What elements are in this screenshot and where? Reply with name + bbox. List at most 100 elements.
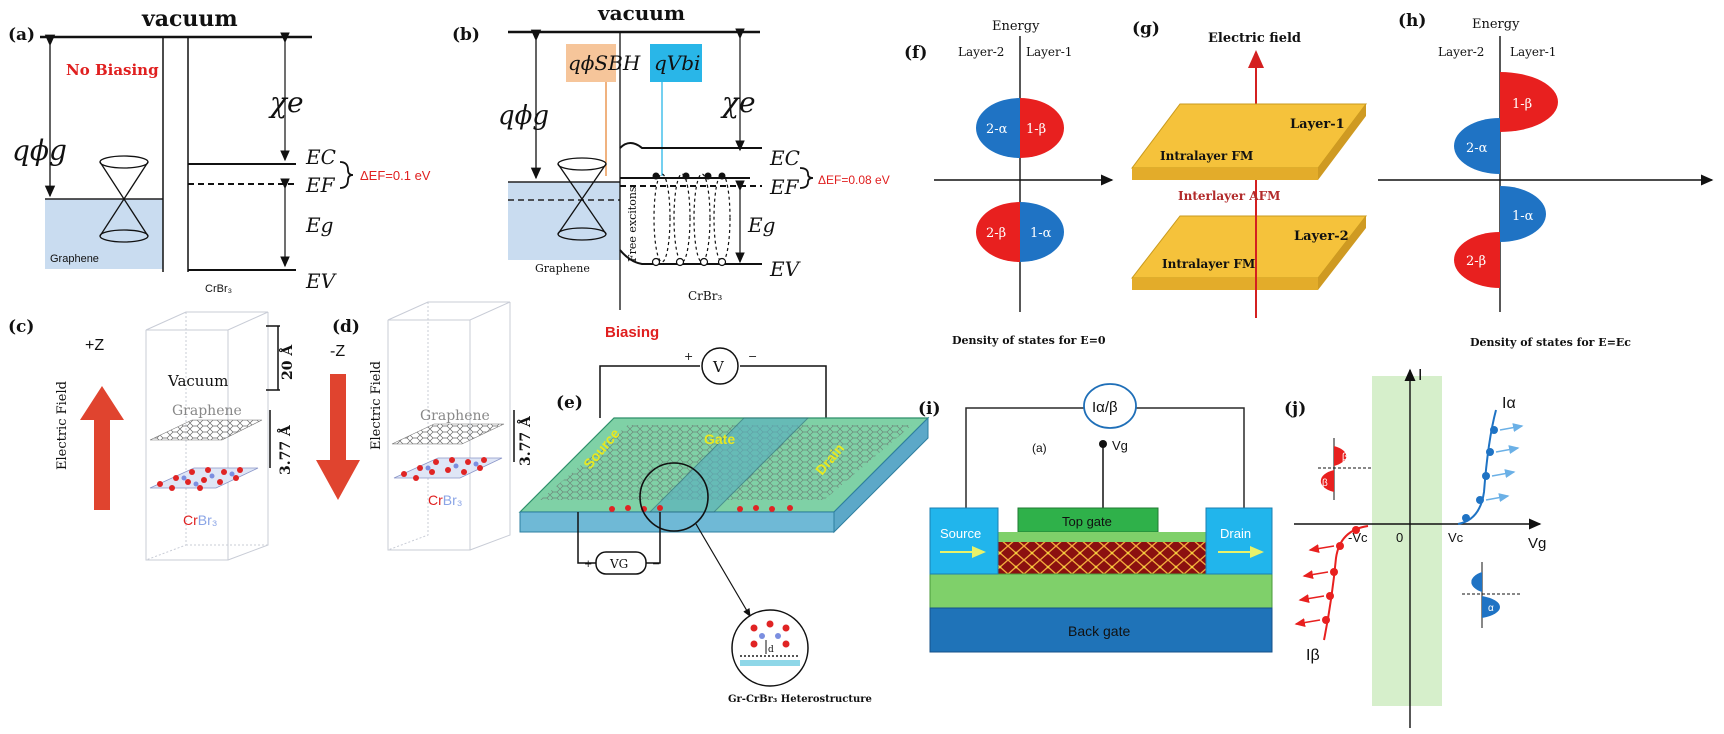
panel-g-inter-label: Interlayer AFM xyxy=(1178,189,1280,203)
panel-a-label: (a) xyxy=(8,25,35,45)
panel-f-caption: Density of states for E=0 xyxy=(952,334,1106,347)
panel-a-crbr3-label: CrBr₃ xyxy=(205,283,232,295)
panel-j-label: (j) xyxy=(1284,399,1306,419)
panel-a-ec-label: EC xyxy=(305,145,336,169)
panel-d: (d) -Z Electric Field Graphene 3.77 Å Cr… xyxy=(316,301,534,551)
panel-b-free-excitons: Free excitons xyxy=(626,186,639,262)
panel-b-ec-curve xyxy=(619,142,762,149)
panel-h-lobe-1b xyxy=(1500,72,1558,132)
panel-j-neg-vc: -Vc xyxy=(1348,530,1368,545)
panel-c-field-label: Electric Field xyxy=(55,381,70,470)
panel-f-2b-text: 2-β xyxy=(986,226,1006,241)
panel-j-alpha-curve xyxy=(1457,409,1497,525)
panel-b-biasing-label: Biasing xyxy=(605,324,659,341)
panel-d-graphene-label: Graphene xyxy=(420,408,490,424)
panel-b-vbi-label: qVbi xyxy=(654,51,700,75)
panel-b-brace xyxy=(799,167,814,189)
panel-h-1b-text: 1-β xyxy=(1512,97,1532,112)
panel-a-graphene-fill xyxy=(45,199,163,269)
panel-b-dirac-cone xyxy=(557,157,607,241)
panel-b-delta-ef: ΔEF=0.08 eV xyxy=(818,173,890,187)
panel-d-crbr3-layer xyxy=(393,457,503,481)
panel-b-exciton-loops xyxy=(653,173,731,263)
panel-d-graphene-sheet xyxy=(391,423,505,445)
panel-g-layer2-label: Layer-2 xyxy=(1294,229,1349,244)
panel-g-efield-label: Electric field xyxy=(1208,31,1301,46)
panel-e-top-wire xyxy=(599,365,827,418)
panel-a-ev-label: EV xyxy=(305,269,338,293)
panel-g-intra1-label: Intralayer FM xyxy=(1160,149,1253,163)
panel-f-layer1-label: Layer-1 xyxy=(1026,45,1072,59)
panel-i-source-label: Source xyxy=(940,526,981,541)
panel-e-voltmeter xyxy=(701,347,739,385)
panel-c-direction: +Z xyxy=(85,337,104,354)
panel-h-1a-text: 1-α xyxy=(1512,209,1534,224)
panel-h-2b-text: 2-β xyxy=(1466,254,1486,269)
panel-g: (g) Electric field Layer-1 Intralayer FM… xyxy=(1130,19,1368,318)
svg-text:β: β xyxy=(1322,478,1328,489)
panel-j-beta-points xyxy=(1322,526,1360,624)
panel-d-label: (d) xyxy=(332,317,360,337)
panel-h-lobe-2a xyxy=(1454,118,1500,174)
panel-a-delta-ef: ΔEF=0.1 eV xyxy=(360,168,431,183)
panel-a-no-biasing: No Biasing xyxy=(66,61,159,79)
panel-d-field-arrow xyxy=(316,374,360,500)
panel-d-cr-label: CrBr₃ xyxy=(428,492,462,508)
panel-f-lobe-1b xyxy=(1020,98,1064,158)
panel-c: (c) +Z Electric Field Vacuum 20 Å Graphe… xyxy=(8,311,296,561)
panel-f-energy-label: Energy xyxy=(992,19,1040,34)
panel-b-vbi-box xyxy=(650,44,702,82)
panel-j-i-beta: Iβ xyxy=(1306,647,1320,664)
panel-c-crbr3-layer xyxy=(149,467,259,491)
panel-h-lobe-1a xyxy=(1500,186,1546,242)
panel-a-graphene-label: Graphene xyxy=(50,253,99,265)
panel-b-chi-label: χe xyxy=(720,86,756,119)
panel-b-label: (b) xyxy=(452,25,480,45)
panel-i-sub-label: (a) xyxy=(1032,441,1047,455)
panel-f-lobe-1a xyxy=(1020,202,1064,262)
panel-j-zero: 0 xyxy=(1396,530,1403,545)
panel-f-label: (f) xyxy=(904,43,927,63)
svg-text:α: α xyxy=(1488,603,1494,614)
panel-c-cr-label: CrBr₃ xyxy=(183,512,217,528)
panel-a-ef-label: EF xyxy=(305,173,336,197)
panel-i-dielectric-top xyxy=(998,532,1206,542)
panel-c-vac-dist: 20 Å xyxy=(278,344,296,380)
panel-b-phi-label: qϕg xyxy=(498,101,549,131)
panel-i-drain-label: Drain xyxy=(1220,526,1251,541)
panel-b-vacuum-label: vacuum xyxy=(597,1,685,25)
panel-i-ammeter xyxy=(1083,383,1137,429)
panel-c-label: (c) xyxy=(8,317,34,337)
panel-j-gap-region xyxy=(1372,376,1442,706)
panel-i-dielectric-bottom xyxy=(929,573,1273,609)
panel-i-channel xyxy=(998,542,1206,574)
panel-j-i-label: I xyxy=(1418,367,1422,384)
svg-text:β: β xyxy=(1342,452,1348,463)
svg-text:α: α xyxy=(1466,579,1472,590)
panel-g-intra2-label: Intralayer FM xyxy=(1162,257,1255,271)
panel-i-circuit-wire xyxy=(965,407,1245,508)
panel-a-chi-label: χe xyxy=(268,86,304,119)
panel-e-gate-strip xyxy=(648,417,810,513)
panel-g-layer2-side xyxy=(1318,216,1366,290)
panel-e-hetero-label: Gr-CrBr₃ Heterostructure xyxy=(728,694,872,705)
svg-text:−: − xyxy=(748,350,757,363)
panel-b-eg-label: Eg xyxy=(747,213,775,237)
svg-text:−: − xyxy=(652,559,660,570)
panel-f-1b-text: 1-β xyxy=(1026,122,1046,137)
panel-e-zoom-arrow xyxy=(695,523,751,618)
svg-text:+: + xyxy=(684,350,693,363)
panel-i-back-gate xyxy=(929,607,1273,653)
panel-b-crbr3-label: CrBr₃ xyxy=(688,289,722,303)
panel-h-lobe-2b xyxy=(1454,232,1500,288)
panel-e-inset-substrate xyxy=(740,660,800,666)
panel-b-holes xyxy=(651,257,727,267)
panel-b-sbh-label: qϕSBH xyxy=(568,51,641,75)
panel-a-phi-label: qϕg xyxy=(12,134,67,167)
panel-d-direction: -Z xyxy=(330,343,345,360)
panel-i-drain xyxy=(1205,507,1273,575)
panel-b-ef-label: EF xyxy=(769,175,800,199)
panel-e-zoom-circle xyxy=(639,462,709,532)
panel-h-layer1-label: Layer-1 xyxy=(1510,45,1556,59)
panel-e-vg-label: VG xyxy=(609,557,628,571)
